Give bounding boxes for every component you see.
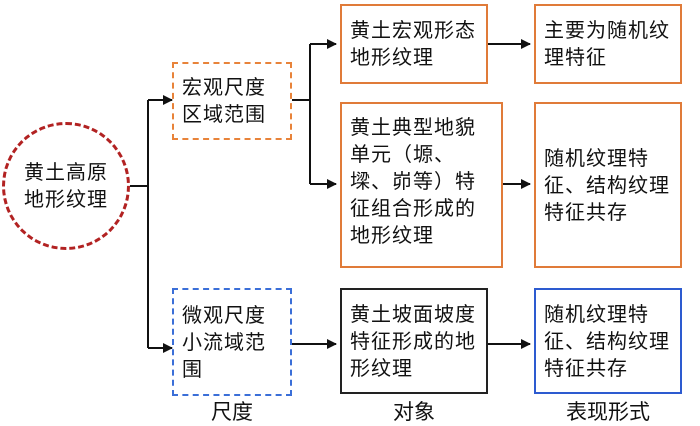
root-node-label: 黄土高原地形纹理 — [24, 160, 108, 211]
scale-micro-box: 微观尺度小流域范围 — [172, 288, 292, 396]
column-label-scale: 尺度 — [211, 400, 253, 424]
form-1-box: 主要为随机纹理特征 — [534, 4, 682, 84]
form-3-label: 随机纹理特征、结构纹理特征共存 — [544, 301, 670, 380]
scale-micro-label: 微观尺度小流域范围 — [182, 302, 266, 381]
root-node: 黄土高原地形纹理 — [2, 122, 130, 250]
object-3-box: 黄土坡面坡度特征形成的地形纹理 — [340, 288, 488, 394]
object-1-box: 黄土宏观形态地形纹理 — [340, 4, 488, 84]
scale-macro-label: 宏观尺度区域范围 — [182, 75, 266, 126]
form-2-label: 随机纹理特征、结构纹理特征共存 — [544, 145, 670, 224]
object-2-label: 黄土典型地貌单元（塬、墚、峁等）特征组合形成的地形纹理 — [350, 115, 476, 247]
object-2-box: 黄土典型地貌单元（塬、墚、峁等）特征组合形成的地形纹理 — [340, 102, 503, 268]
scale-macro-box: 宏观尺度区域范围 — [172, 62, 292, 140]
root-branch-line — [130, 100, 149, 348]
object-3-label: 黄土坡面坡度特征形成的地形纹理 — [350, 301, 476, 380]
object-1-label: 黄土宏观形态地形纹理 — [350, 18, 476, 69]
macro-branch-line — [292, 44, 311, 184]
form-2-box: 随机纹理特征、结构纹理特征共存 — [534, 102, 682, 268]
form-3-box: 随机纹理特征、结构纹理特征共存 — [534, 288, 682, 394]
form-1-label: 主要为随机纹理特征 — [544, 18, 670, 69]
column-label-form: 表现形式 — [566, 400, 650, 424]
column-label-object: 对象 — [393, 400, 435, 424]
